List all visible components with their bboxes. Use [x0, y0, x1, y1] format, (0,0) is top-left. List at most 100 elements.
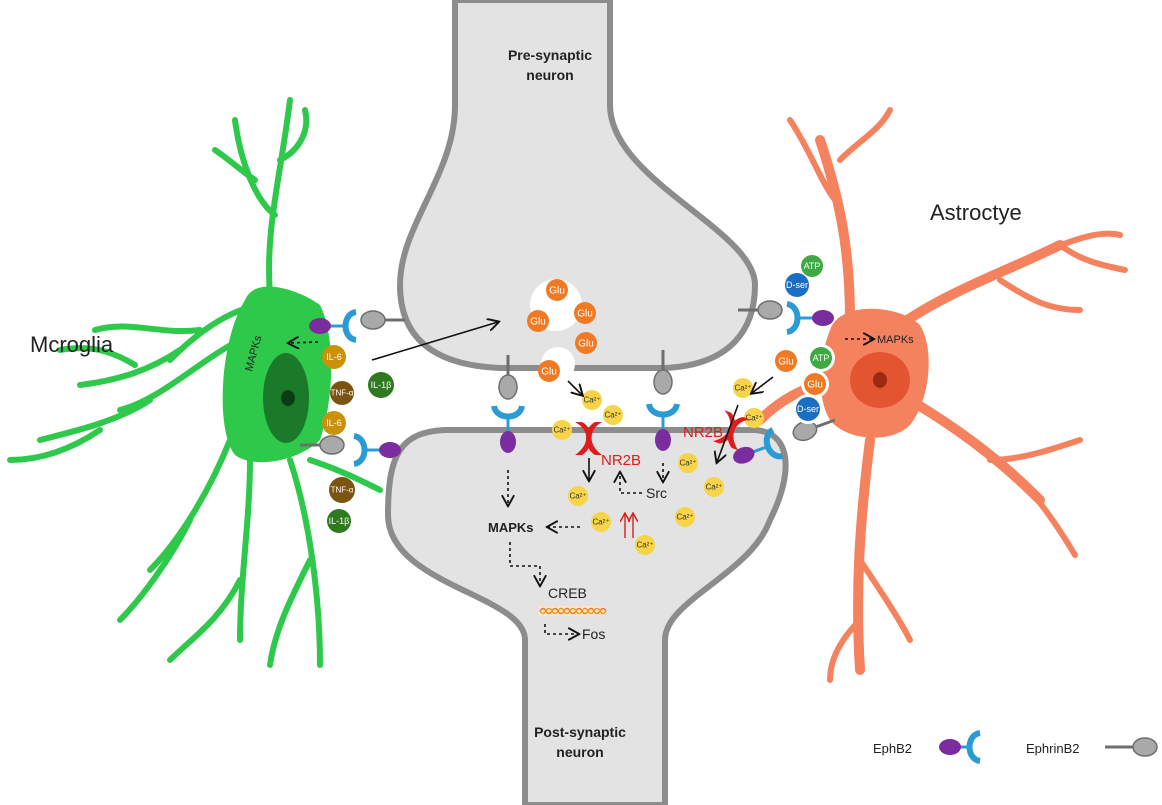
ephb2-postsynaptic-right: [733, 427, 784, 464]
il6-molecule: IL-6: [322, 345, 346, 369]
legend-ephrinb2-label: EphrinB2: [1026, 741, 1079, 756]
svg-text:ATP: ATP: [813, 353, 830, 363]
pre-synaptic-neuron: [396, 0, 759, 371]
ephb2-microglia-upper: [309, 309, 358, 343]
il1b-molecule: IL-1β: [368, 372, 394, 398]
ephb2-ephrinb2-pairs: [300, 300, 836, 467]
svg-text:TNF-α: TNF-α: [331, 486, 354, 495]
ephrinb2-presynaptic-right: [738, 300, 783, 320]
calcium-increase-arrows: [625, 514, 633, 538]
svg-text:D-ser: D-ser: [797, 404, 819, 414]
svg-text:TNF-α: TNF-α: [331, 389, 354, 398]
src-label: Src: [646, 485, 667, 501]
fos-label: Fos: [582, 626, 605, 642]
astrocyte-label: Astroctye: [930, 200, 1022, 225]
molecules-layer: GluGluGluGluGluCa²⁺Ca²⁺Ca²⁺Ca²⁺Ca²⁺Ca²⁺C…: [322, 255, 835, 555]
mapks-label-post: MAPKs: [488, 520, 534, 535]
ephrinb2-microglia: [300, 435, 345, 455]
arrow-microglia-to-presynapse: [371, 322, 498, 361]
svg-text:Ca²⁺: Ca²⁺: [734, 384, 751, 393]
svg-text:Ca²⁺: Ca²⁺: [604, 411, 621, 420]
dna-helix-icon: [539, 606, 607, 616]
ephb2-astrocyte: [785, 301, 834, 335]
microglia-label: Mcroglia: [30, 332, 114, 357]
ephrinb2-presynaptic-left: [360, 310, 405, 330]
dser-molecule: D-ser: [793, 394, 823, 424]
astrocyte-nucleolus: [873, 372, 887, 388]
calcium-ion: Ca²⁺: [744, 408, 764, 428]
atp-molecule: ATP: [807, 344, 835, 372]
ephrinb2-icon: [1105, 737, 1158, 757]
svg-text:Glu: Glu: [541, 366, 557, 377]
glu-molecule: Glu: [538, 360, 560, 382]
svg-text:IL-6: IL-6: [326, 352, 342, 362]
svg-text:Ca²⁺: Ca²⁺: [679, 459, 696, 468]
ephrinb2-cleft-left: [498, 355, 518, 400]
legend-ephb2-label: EphB2: [873, 741, 912, 756]
calcium-ion: Ca²⁺: [582, 390, 602, 410]
svg-text:Glu: Glu: [549, 285, 565, 296]
arrow-creb-to-fos: [544, 624, 578, 634]
glu-molecule: Glu: [775, 350, 797, 372]
legend: EphB2 EphrinB2: [873, 730, 1158, 764]
svg-text:Ca²⁺: Ca²⁺: [569, 492, 586, 501]
svg-text:IL-6: IL-6: [326, 418, 342, 428]
ephrinb2-cleft-right: [653, 350, 673, 395]
microglia-nucleolus: [281, 390, 295, 406]
svg-text:Glu: Glu: [778, 356, 794, 367]
svg-text:Glu: Glu: [530, 316, 546, 327]
mapks-label-astrocyte: MAPKs: [877, 334, 914, 346]
svg-text:Glu: Glu: [577, 308, 593, 319]
svg-text:IL-1β: IL-1β: [371, 380, 392, 390]
signal-arrows: [289, 322, 873, 634]
svg-text:Ca²⁺: Ca²⁺: [745, 414, 762, 423]
svg-text:Glu: Glu: [807, 379, 823, 390]
arrow-astro-glu-to-ca: [752, 376, 774, 393]
calcium-ion: Ca²⁺: [603, 405, 623, 425]
microglia-cell: [7, 97, 383, 668]
calcium-ion: Ca²⁺: [568, 486, 588, 506]
il6-molecule: IL-6: [322, 411, 346, 435]
svg-text:ATP: ATP: [804, 261, 821, 271]
calcium-ion: Ca²⁺: [733, 378, 753, 398]
nr2b-channel-right: [713, 410, 750, 451]
arrow-microglia-mapks: [289, 342, 319, 343]
glu-molecule: Glu: [527, 310, 549, 332]
ephb2-cleft-left: [491, 404, 525, 453]
glu-molecule: Glu: [801, 370, 829, 398]
il1b-molecule: IL-1β: [327, 509, 351, 533]
arrow-src-to-nr2b: [620, 473, 642, 494]
svg-text:Glu: Glu: [578, 338, 594, 349]
svg-text:D-ser: D-ser: [786, 280, 808, 290]
svg-text:Ca²⁺: Ca²⁺: [636, 541, 653, 550]
ephb2-cleft-right: [646, 402, 680, 451]
arrow-glu-to-ca: [567, 380, 582, 395]
arrow-mapks-to-creb: [509, 542, 540, 585]
glu-molecule: Glu: [575, 332, 597, 354]
calcium-ion: Ca²⁺: [678, 453, 698, 473]
creb-label: CREB: [548, 585, 587, 601]
glu-molecule: Glu: [546, 279, 568, 301]
arrow-astro-ca-into-post: [717, 404, 739, 462]
nr2b-channel-left: [575, 422, 602, 455]
calcium-ion: Ca²⁺: [675, 507, 695, 527]
dser-molecule: D-ser: [785, 273, 809, 297]
nr2b-label-right: NR2B: [683, 424, 723, 441]
svg-text:Ca²⁺: Ca²⁺: [592, 518, 609, 527]
svg-text:Ca²⁺: Ca²⁺: [553, 426, 570, 435]
atp-molecule: ATP: [801, 255, 823, 277]
calcium-ion: Ca²⁺: [635, 535, 655, 555]
nr2b-label-left: NR2B: [601, 452, 641, 469]
svg-text:Ca²⁺: Ca²⁺: [583, 396, 600, 405]
calcium-ion: Ca²⁺: [552, 420, 572, 440]
ephb2-postsynaptic-left: [352, 433, 401, 467]
svg-text:IL-1β: IL-1β: [329, 516, 350, 526]
svg-text:Ca²⁺: Ca²⁺: [676, 513, 693, 522]
glu-molecule: Glu: [574, 302, 596, 324]
tnfa-molecule: TNF-α: [330, 381, 354, 405]
calcium-ion: Ca²⁺: [704, 477, 724, 497]
tnfa-molecule: TNF-α: [329, 477, 355, 503]
calcium-ion: Ca²⁺: [591, 512, 611, 532]
